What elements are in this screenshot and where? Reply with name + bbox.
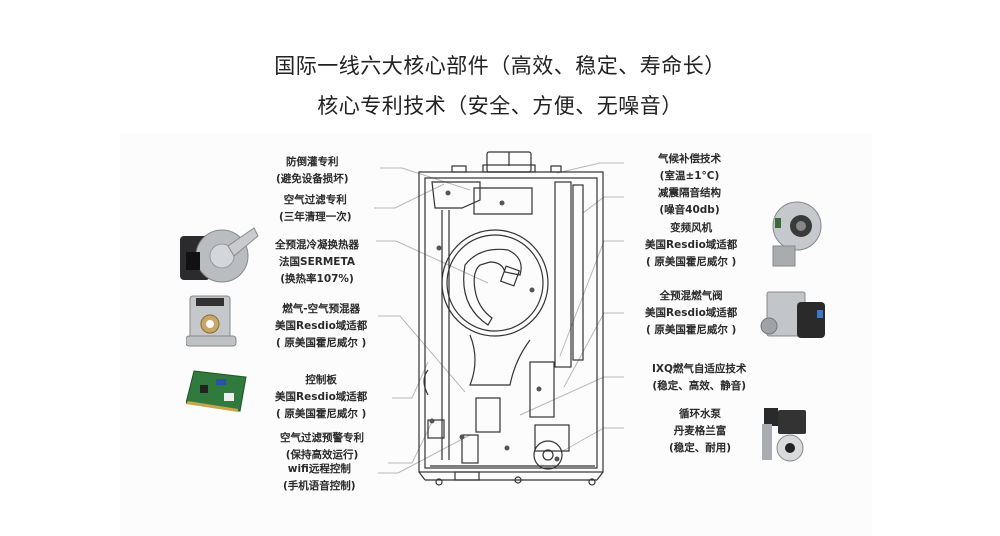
callout-dots bbox=[429, 190, 560, 462]
label-ixq-adaptive: IXQ燃气自适应技术(稳定、高效、静音) bbox=[652, 363, 747, 392]
label-filter-alarm: 空气过滤预警专利(保持高效运行) bbox=[280, 432, 364, 461]
label-control-board: 控制板美国Resdio域适都( 原美国霍尼威尔 ) bbox=[275, 374, 368, 420]
premixer-image bbox=[186, 295, 237, 347]
boiler-frame bbox=[418, 151, 604, 486]
label-wifi-control: wifi远程控制(手机语音控制) bbox=[283, 463, 356, 492]
label-anti-backflow: 防倒灌专利(避免设备损坏) bbox=[276, 156, 349, 185]
label-noise-reduction: 减震隔音结构(噪音40db) bbox=[658, 187, 721, 216]
label-circulation-pump: 循环水泵丹麦格兰富(稳定、耐用) bbox=[669, 408, 732, 454]
gas-valve-image bbox=[760, 291, 825, 338]
label-heat-exchanger: 全预混冷凝换热器法国SERMETA(换热率107%) bbox=[275, 239, 359, 285]
background-panel bbox=[120, 133, 872, 536]
title-core-patents: 核心专利技术（安全、方便、无噪音） bbox=[317, 94, 683, 118]
label-vfd-fan: 变频风机美国Resdio域适都( 原美国霍尼威尔 ) bbox=[645, 222, 738, 268]
control-board-image bbox=[186, 370, 247, 412]
label-air-filter: 空气过滤专利(三年清理一次) bbox=[279, 194, 352, 223]
pump-image bbox=[762, 408, 806, 462]
label-premixer: 燃气-空气预混器美国Resdio域适都( 原美国霍尼威尔 ) bbox=[275, 303, 368, 349]
label-weather-compensation: 气候补偿技术(室温±1°C) bbox=[658, 153, 721, 182]
leader-lines bbox=[374, 162, 624, 474]
label-gas-valve: 全预混燃气阀美国Resdio域适都( 原美国霍尼威尔 ) bbox=[645, 290, 738, 336]
title-core-components: 国际一线六大核心部件（高效、稳定、寿命长） bbox=[274, 54, 726, 78]
fan-left-image bbox=[180, 227, 259, 283]
fan-right-image bbox=[772, 201, 822, 267]
